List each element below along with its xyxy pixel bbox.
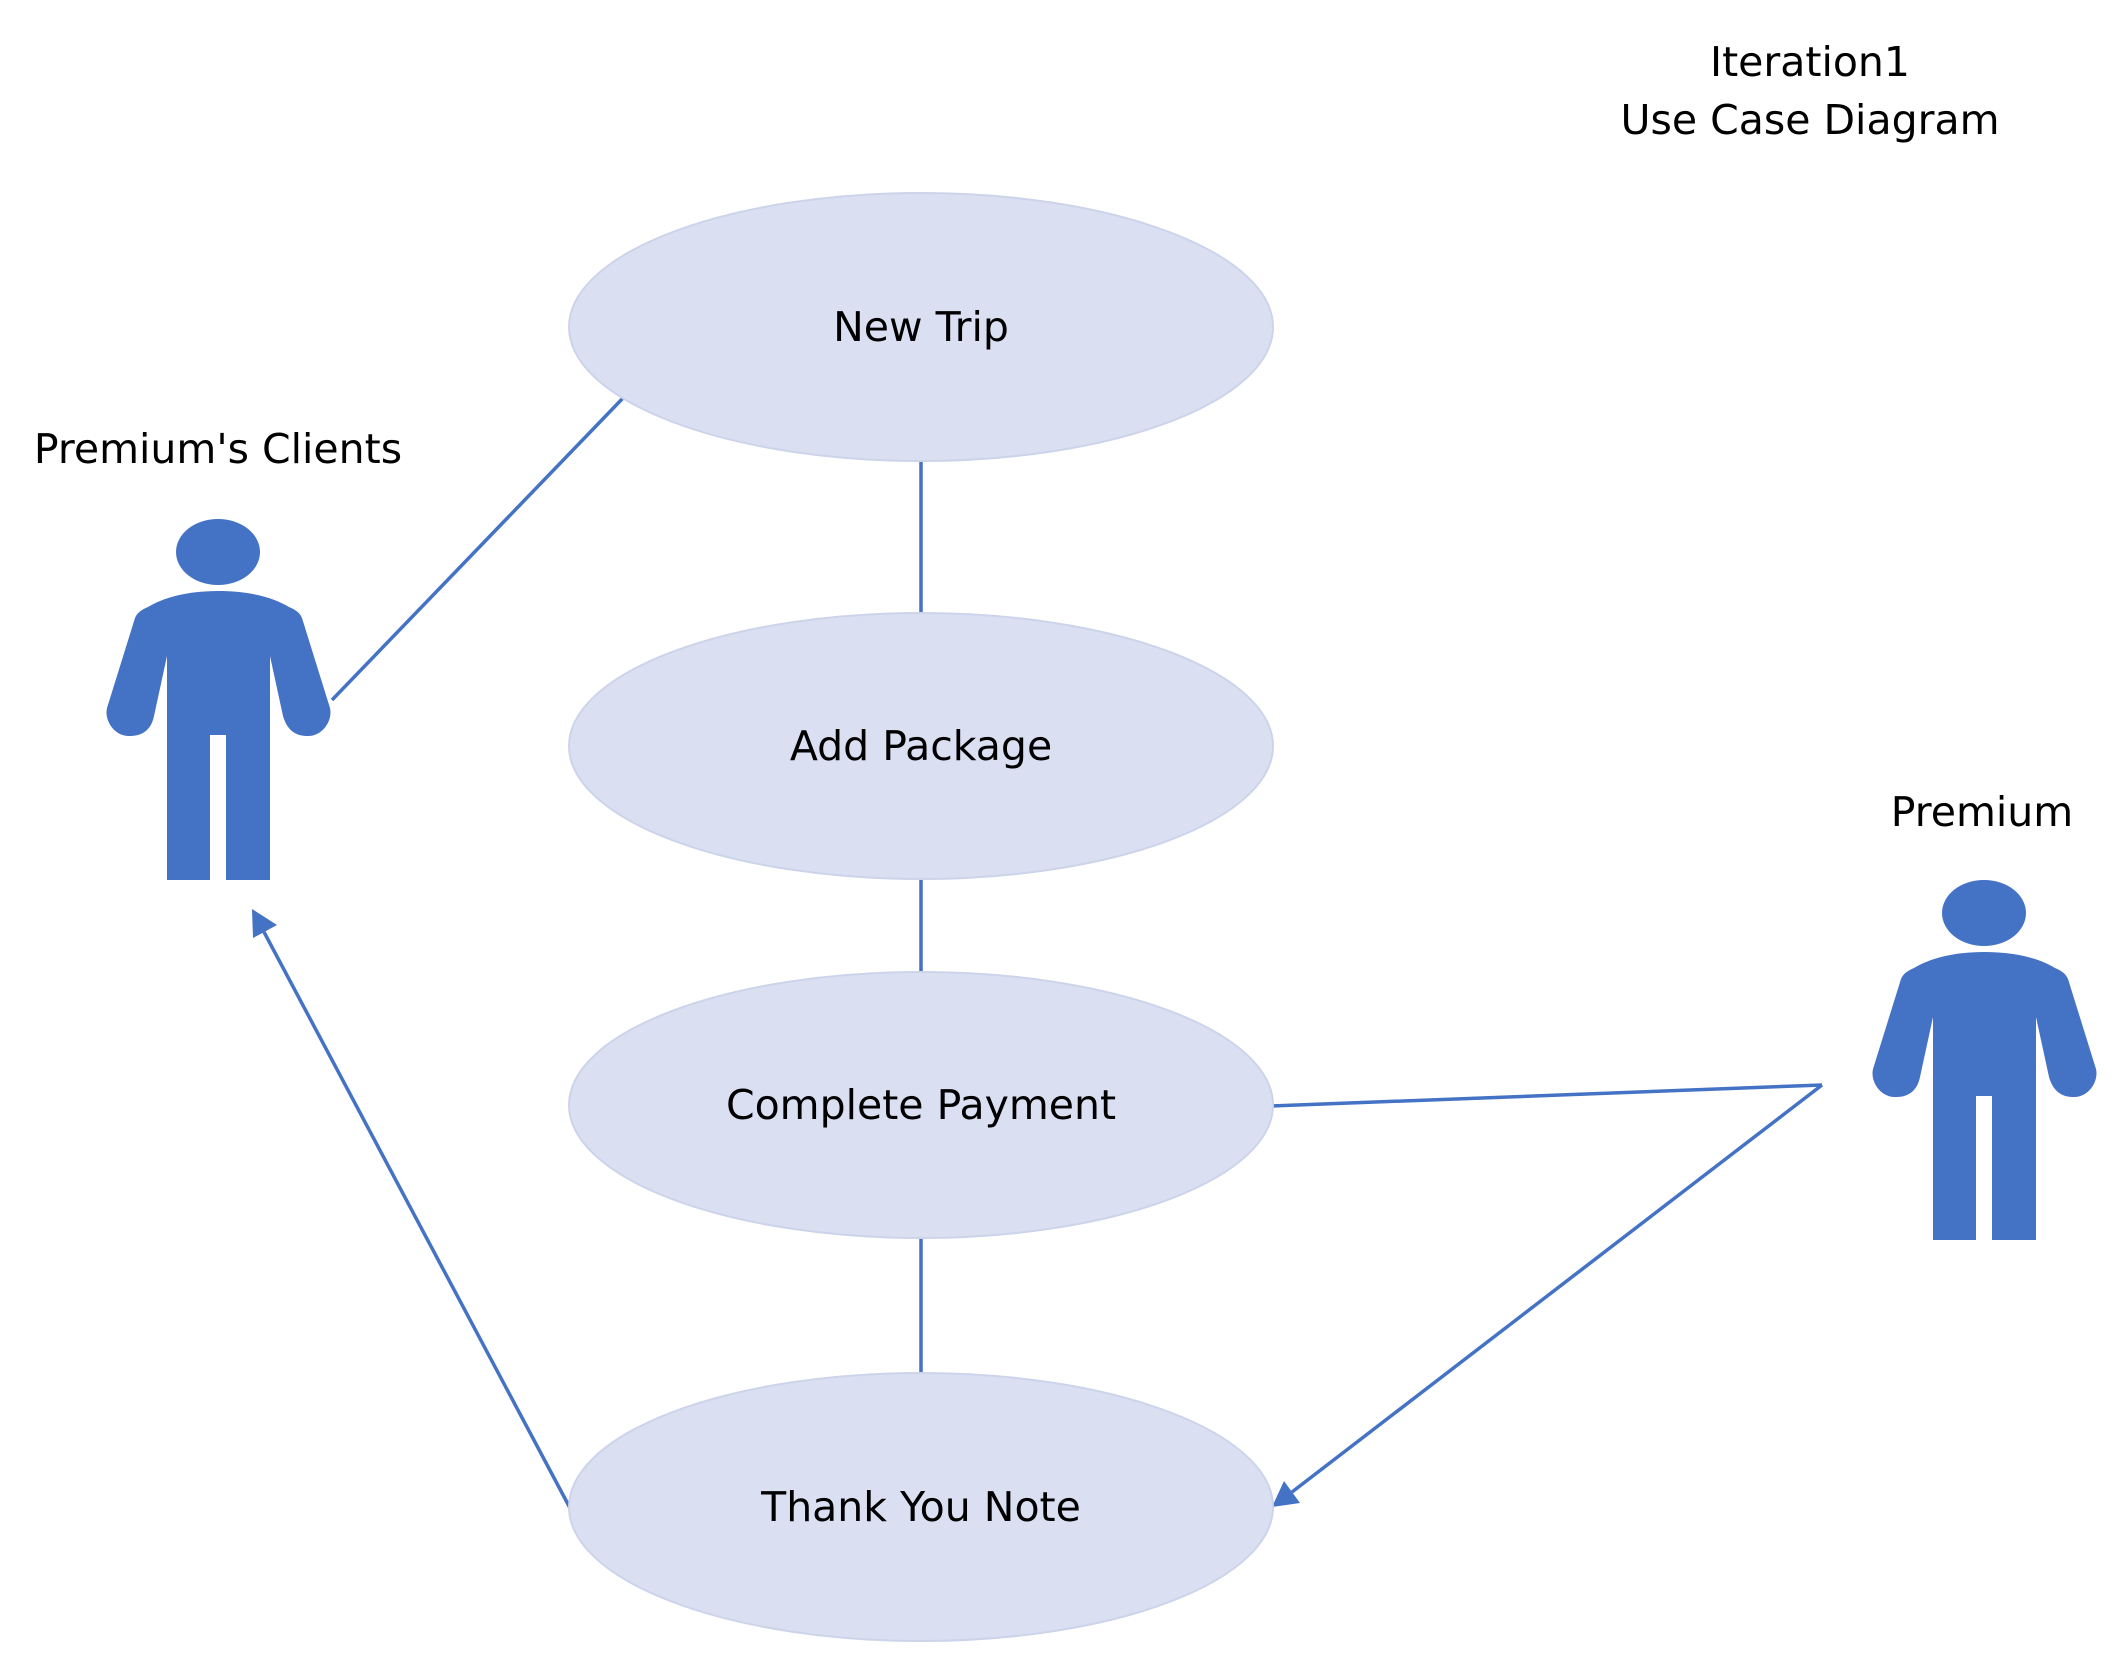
use-case-ellipse [568, 612, 1274, 880]
use-case-ellipse [568, 192, 1274, 462]
use-case-add-package: Add Package [568, 612, 1274, 880]
person-icon [106, 519, 331, 880]
connectors [252, 395, 1824, 1509]
association-premium-complete-payment [1270, 1083, 1823, 1108]
use-case-ellipse [568, 971, 1274, 1239]
directed-thank-you-note-clients [262, 931, 572, 1509]
association-clients-new-trip [330, 395, 626, 702]
actor-label: Premium [1891, 788, 2073, 836]
use-case-new-trip: New Trip [568, 192, 1274, 462]
directed-premium-thank-you-note [1290, 1083, 1824, 1494]
use-case-label: Add Package [790, 722, 1052, 770]
actor-premiums-clients: Premium's Clients [34, 425, 402, 880]
use-case-thank-you-note: Thank You Note [568, 1372, 1274, 1642]
use-case-label: New Trip [833, 303, 1009, 351]
person-icon [1872, 880, 2097, 1240]
arrowhead-to-thank-you-note [1272, 1481, 1300, 1507]
diagram-title-line-1: Iteration1 [1710, 38, 1910, 86]
actor-premium: Premium [1872, 788, 2097, 1240]
actor-label: Premium's Clients [34, 425, 402, 473]
arrowhead-to-premiums-clients [252, 909, 277, 938]
use-case-label: Thank You Note [760, 1483, 1081, 1531]
use-case-ellipse [568, 1372, 1274, 1642]
use-case-complete-payment: Complete Payment [568, 971, 1274, 1239]
use-case-label: Complete Payment [726, 1081, 1116, 1129]
diagram-title-line-2: Use Case Diagram [1620, 96, 1999, 144]
